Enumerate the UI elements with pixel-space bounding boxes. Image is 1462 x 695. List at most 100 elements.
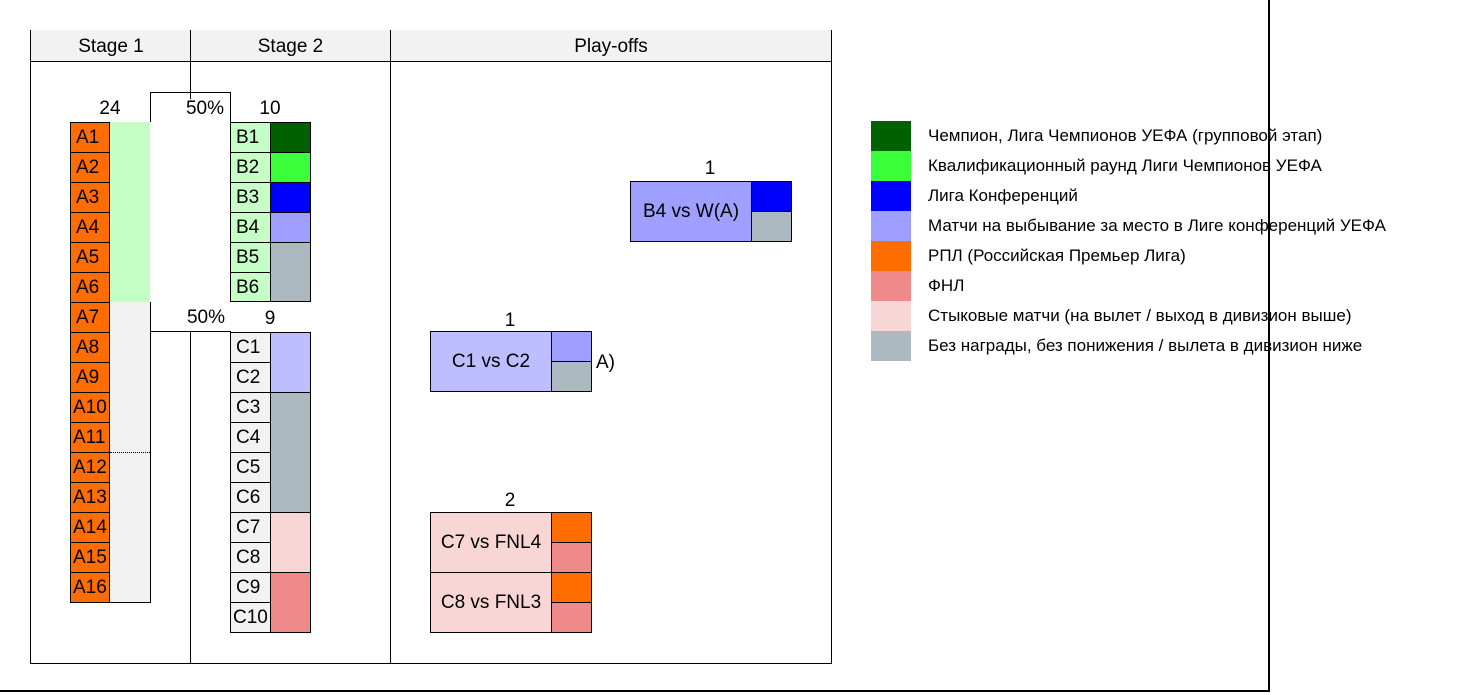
header-playoffs: Play-offs bbox=[391, 30, 831, 62]
outcome-b4 bbox=[270, 212, 311, 243]
team-a3: A3 bbox=[70, 182, 110, 213]
header-stage2-label: Stage 2 bbox=[257, 36, 324, 57]
count-stage2-bottom: 9 bbox=[264, 308, 276, 329]
legend-swatch bbox=[871, 151, 911, 181]
team-a5: A5 bbox=[70, 242, 110, 273]
header-stage2: Stage 2 bbox=[191, 30, 390, 62]
divider-stage2 bbox=[390, 30, 391, 664]
divider-stage1-bottom bbox=[190, 332, 191, 664]
playoff3-m1-loser-outcome bbox=[551, 542, 592, 573]
legend-label: Лига Конференций bbox=[928, 186, 1078, 205]
team-b5: B5 bbox=[230, 242, 271, 273]
outcome-b5-b6 bbox=[270, 242, 311, 302]
stage1-bottom-split bbox=[110, 452, 150, 453]
legend-swatch bbox=[871, 331, 911, 361]
team-a16: A16 bbox=[70, 572, 110, 603]
header-playoffs-label: Play-offs bbox=[574, 36, 648, 57]
team-c8: C8 bbox=[230, 542, 271, 573]
count-stage2-top: 10 bbox=[259, 98, 281, 119]
legend-item: РПЛ (Российская Премьер Лига) bbox=[871, 241, 1186, 271]
team-a2: A2 bbox=[70, 152, 110, 183]
team-c6: C6 bbox=[230, 482, 271, 513]
team-c4: C4 bbox=[230, 422, 271, 453]
team-b1: B1 bbox=[230, 122, 271, 153]
team-a15: A15 bbox=[70, 542, 110, 573]
playoff3-match-1: C7 vs FNL4 bbox=[430, 512, 552, 573]
team-b6: B6 bbox=[230, 272, 271, 302]
outcome-c7-c8 bbox=[270, 512, 311, 573]
playoff2-loser-outcome bbox=[551, 361, 592, 392]
legend-item: Лига Конференций bbox=[871, 181, 1078, 211]
playoff3-m1-winner-outcome bbox=[551, 512, 592, 543]
playoff2-winner-outcome bbox=[551, 331, 592, 362]
outcome-b2 bbox=[270, 152, 311, 183]
team-b4: B4 bbox=[230, 212, 271, 243]
legend-label: Матчи на выбывание за место в Лиге конфе… bbox=[928, 216, 1386, 235]
team-a7: A7 bbox=[70, 302, 110, 333]
team-c5: C5 bbox=[230, 452, 271, 483]
legend-swatch bbox=[871, 121, 911, 151]
team-b2: B2 bbox=[230, 152, 271, 183]
playoff3-count: 2 bbox=[504, 490, 516, 511]
divider-stage1-top bbox=[190, 30, 191, 99]
outcome-c9-c10 bbox=[270, 572, 311, 633]
team-c10: C10 bbox=[230, 602, 271, 633]
legend-label: ФНЛ bbox=[928, 276, 965, 295]
legend-label: Квалификационный раунд Лиги Чемпионов УЕ… bbox=[928, 156, 1322, 175]
outcome-b3 bbox=[270, 182, 311, 213]
legend-swatch bbox=[871, 271, 911, 301]
header-stage1-label: Stage 1 bbox=[78, 36, 144, 57]
outer-frame bbox=[0, 0, 1270, 692]
stage1-top-group bbox=[110, 122, 150, 302]
playoff2-count: 1 bbox=[504, 310, 516, 331]
legend-label: Без награды, без понижения / вылета в ди… bbox=[928, 336, 1363, 355]
legend-swatch bbox=[871, 301, 911, 331]
playoff2-match: C1 vs C2 bbox=[430, 331, 552, 392]
legend-label: Стыковые матчи (на вылет / выход в дивиз… bbox=[928, 306, 1352, 325]
team-c2: C2 bbox=[230, 362, 271, 393]
team-c3: C3 bbox=[230, 392, 271, 423]
playoff3-match-2: C8 vs FNL3 bbox=[430, 572, 552, 633]
header-stage1: Stage 1 bbox=[31, 30, 191, 62]
team-a13: A13 bbox=[70, 482, 110, 513]
legend-item: Стыковые матчи (на вылет / выход в дивиз… bbox=[871, 301, 1352, 331]
playoff3-m2-loser-outcome bbox=[551, 602, 592, 633]
count-stage1: 24 bbox=[99, 98, 121, 119]
outcome-c1-c2 bbox=[270, 332, 311, 393]
outcome-c3-c6 bbox=[270, 392, 311, 513]
legend-item: Матчи на выбывание за место в Лиге конфе… bbox=[871, 211, 1386, 241]
team-a10: A10 bbox=[70, 392, 110, 423]
percent-top: 50% bbox=[185, 98, 224, 119]
playoff1-loser-outcome bbox=[751, 211, 792, 242]
team-c1: C1 bbox=[230, 332, 271, 363]
playoff1-winner-outcome bbox=[751, 181, 792, 212]
playoff1-count: 1 bbox=[704, 158, 716, 179]
legend-item: ФНЛ bbox=[871, 271, 964, 301]
team-b3: B3 bbox=[230, 182, 271, 213]
playoff1-match: B4 vs W(A) bbox=[630, 181, 752, 242]
playoff3-m2-winner-outcome bbox=[551, 572, 592, 603]
percent-box-bottom: 50% bbox=[150, 302, 231, 332]
legend-label: РПЛ (Российская Премьер Лига) bbox=[928, 246, 1186, 265]
playoff2-note: A) bbox=[596, 352, 615, 373]
team-a9: A9 bbox=[70, 362, 110, 393]
team-a11: A11 bbox=[70, 422, 110, 453]
team-a6: A6 bbox=[70, 272, 110, 303]
percent-bottom: 50% bbox=[186, 307, 225, 328]
legend-swatch bbox=[871, 211, 911, 241]
legend-item: Чемпион, Лига Чемпионов УЕФА (групповой … bbox=[871, 121, 1322, 151]
legend-item: Без награды, без понижения / вылета в ди… bbox=[871, 331, 1362, 361]
team-a12: A12 bbox=[70, 452, 110, 483]
legend-item: Квалификационный раунд Лиги Чемпионов УЕ… bbox=[871, 151, 1322, 181]
percent-box-top: 50% bbox=[150, 92, 231, 122]
team-a8: A8 bbox=[70, 332, 110, 363]
team-a4: A4 bbox=[70, 212, 110, 243]
legend-swatch bbox=[871, 181, 911, 211]
team-c7: C7 bbox=[230, 512, 271, 543]
outcome-b1 bbox=[270, 122, 311, 153]
team-a14: A14 bbox=[70, 512, 110, 543]
legend-swatch bbox=[871, 241, 911, 271]
legend-label: Чемпион, Лига Чемпионов УЕФА (групповой … bbox=[928, 126, 1323, 145]
team-c9: C9 bbox=[230, 572, 271, 603]
team-a1: A1 bbox=[70, 122, 110, 153]
